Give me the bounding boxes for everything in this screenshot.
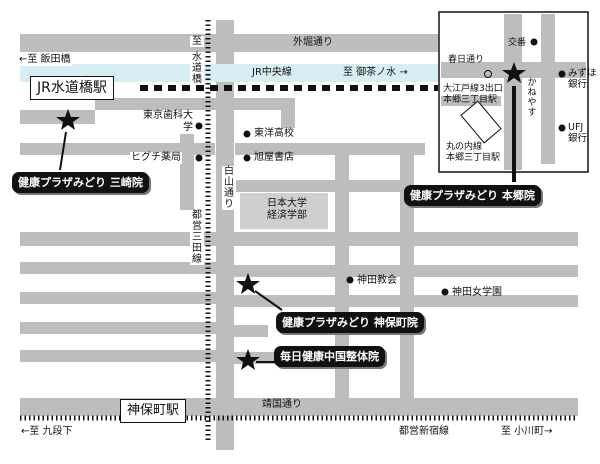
dot-icon (195, 122, 203, 130)
higuchi-label: ヒグチ薬局 (130, 152, 182, 164)
toyo-high-label: 東洋高校 (254, 128, 294, 139)
road-h4w (20, 232, 216, 246)
dot-icon (195, 154, 203, 162)
suidobashi-station: JR水道橋駅 (30, 76, 114, 100)
leader-misaki (59, 131, 67, 171)
star-icon (502, 62, 526, 83)
marunouchi-block (460, 100, 502, 144)
to-kudanshita-label: ←至 九段下 (20, 426, 74, 438)
shinjuku-line-label: 都営新宿線 (398, 426, 450, 438)
hakusan-label: 白山通り (222, 166, 236, 210)
kanda-girls-label: 神田女学園 (452, 287, 502, 298)
kasuga-label: 春日通り (448, 55, 485, 65)
tokyo-dental-label: 東京歯科大学 (134, 110, 194, 134)
road-h2e (235, 143, 425, 155)
to-ogawamachi-label: 至 小川町→ (500, 426, 554, 438)
sotobori-label: 外堀通り (293, 37, 333, 48)
star-icon (236, 349, 260, 370)
exit-icon (484, 70, 492, 78)
marunouchi-label: 丸の内線 本郷三丁目駅 (446, 142, 501, 163)
road-h6w (20, 292, 216, 304)
to-ochanomizu-label: 至 御茶ノ水 → (343, 67, 408, 78)
clinic-mainichi: 毎日健康中国整体院 (274, 346, 385, 367)
dot-icon (243, 154, 251, 162)
clinic-misaki: 健康プラザみどり 三崎院 (12, 172, 149, 193)
kanda-church-label: 神田教会 (357, 275, 397, 286)
dot-icon (530, 38, 538, 46)
suidobashi-street-label: 水道橋 (190, 52, 204, 85)
road-v2 (281, 98, 295, 128)
jimbocho-station: 神保町駅 (120, 399, 187, 423)
oedo-exit-label: 大江戸線3出口 本郷三丁目駅 (443, 84, 503, 105)
road-v3 (335, 143, 349, 233)
inset-h2-road (441, 96, 501, 106)
dot-icon (441, 288, 449, 296)
kanayasu-label: かねやす (527, 78, 537, 118)
dot-icon (558, 70, 566, 78)
leader-jimbocho (254, 290, 283, 311)
road-h5w (20, 262, 216, 274)
star-icon (56, 109, 80, 130)
ufj-label: UFJ 銀行 (568, 122, 588, 144)
nihon-univ-block (240, 193, 328, 229)
road-h4e (228, 232, 578, 246)
mita-line-label: 都営三田線 (190, 210, 204, 265)
rail-band (20, 64, 438, 82)
to-label: 至 (190, 36, 204, 47)
road-h3 (235, 180, 405, 192)
road-h8w (20, 350, 216, 362)
koban-label: 交番 (508, 38, 527, 48)
dot-icon (243, 130, 251, 138)
clinic-hongo: 健康プラザみどり 本郷院 (404, 185, 541, 206)
dot-icon (558, 124, 566, 132)
to-iidabashi-label: ←至 飯田橋 (18, 54, 72, 66)
road-h7e (228, 325, 268, 337)
hakusan-road (216, 20, 234, 450)
road-h1 (95, 98, 295, 110)
inset-v2-road (541, 14, 555, 164)
asahiya-label: 旭屋書店 (254, 152, 294, 163)
yasukuni-label: 靖国通り (262, 399, 302, 410)
road-h7w (20, 322, 216, 334)
mizuho-label: みずほ 銀行 (568, 68, 597, 90)
star-icon (236, 273, 260, 294)
clinic-jimbocho: 健康プラザみどり 神保町院 (276, 312, 424, 333)
dot-icon (346, 276, 354, 284)
jr-line-label: JR中央線 (252, 67, 292, 78)
nihon-univ-label: 日本大学 経済学部 (267, 198, 307, 221)
